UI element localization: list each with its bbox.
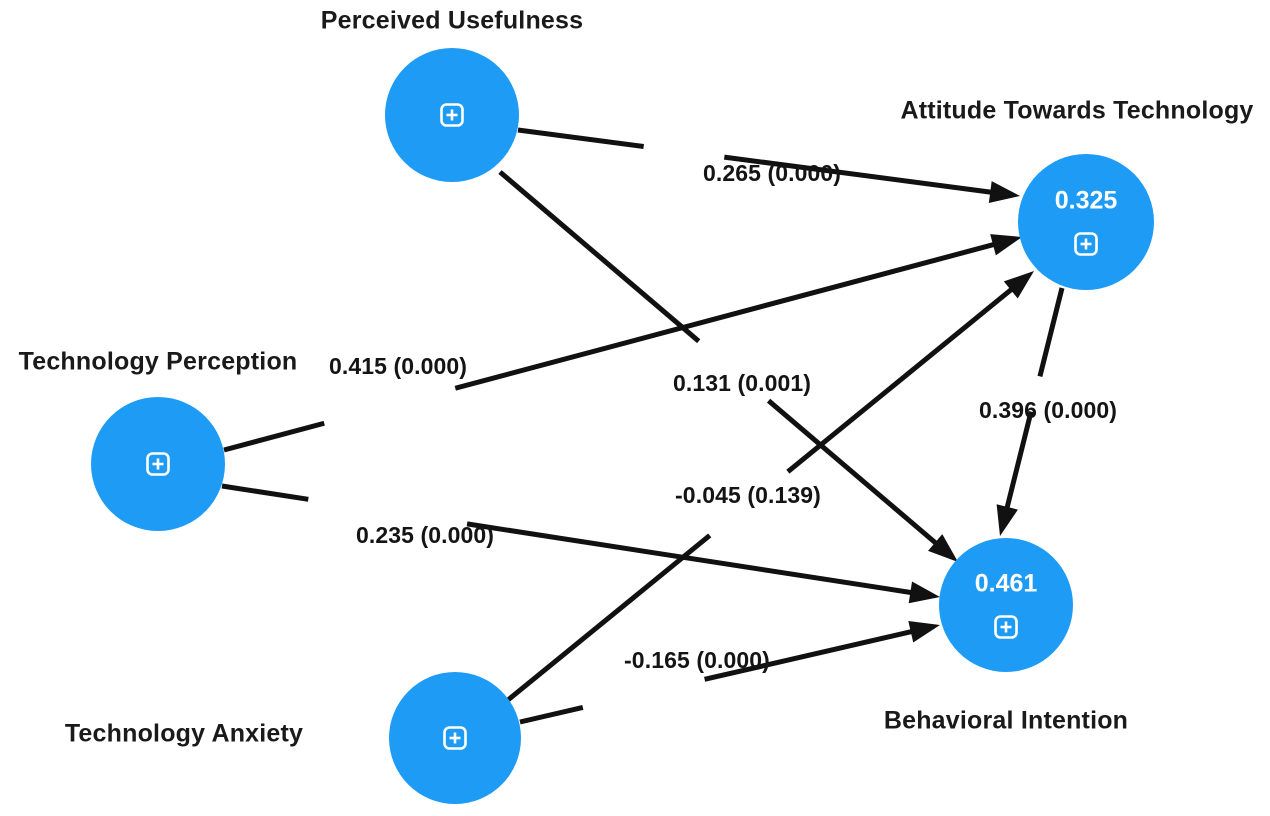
edge-ta_to_att (506, 271, 1034, 702)
path-coefficient-label-ta_to_att: -0.045 (0.139) (675, 482, 821, 508)
arrowhead-icon (1003, 271, 1034, 299)
node-attitude_towards_technology[interactable]: 0.325 (1018, 154, 1154, 290)
path-coefficient-label-tp_to_bi: 0.235 (0.000) (356, 522, 494, 548)
edge-att_to_bi (996, 287, 1065, 536)
r-squared-value: 0.325 (1055, 187, 1118, 215)
nodes-layer: 0.325 0.461 (91, 48, 1154, 804)
edge-tp_to_bi (221, 483, 940, 604)
construct-name-label-attitude_towards_technology: Attitude Towards Technology (900, 97, 1253, 125)
construct-name-label-technology_anxiety: Technology Anxiety (65, 720, 303, 748)
construct-name-label-technology_perception: Technology Perception (19, 348, 298, 376)
node-perceived_usefulness[interactable] (385, 48, 519, 182)
construct-circle[interactable] (939, 538, 1073, 672)
construct-name-label-behavioral_intention: Behavioral Intention (884, 707, 1128, 735)
edge-pu_to_bi (498, 170, 958, 562)
node-technology_perception[interactable] (91, 397, 225, 531)
edges-layer (221, 127, 1065, 725)
expand-plus-icon[interactable] (443, 726, 467, 750)
expand-plus-icon[interactable] (146, 452, 170, 476)
path-coefficient-label-pu_to_att: 0.265 (0.000) (703, 160, 841, 186)
r-squared-value: 0.461 (975, 570, 1038, 598)
path-coefficient-label-pu_to_bi: 0.131 (0.001) (673, 370, 811, 396)
arrowhead-icon (988, 181, 1020, 203)
construct-name-label-perceived_usefulness: Perceived Usefulness (321, 7, 583, 35)
edge-pu_to_att (517, 127, 1020, 203)
expand-plus-icon[interactable] (440, 103, 464, 127)
path-coefficient-label-tp_to_att: 0.415 (0.000) (329, 353, 467, 379)
edge-tp_to_att (223, 234, 1022, 453)
arrowhead-icon (908, 581, 940, 604)
node-technology_anxiety[interactable] (389, 672, 521, 804)
arrowhead-icon (928, 534, 958, 562)
edge-labels-layer: 0.265 (0.000) 0.131 (0.001) 0.415 (0.000) 0… (329, 160, 1117, 673)
arrowhead-icon (908, 621, 940, 643)
expand-plus-icon[interactable] (994, 615, 1018, 639)
construct-circle[interactable] (1018, 154, 1154, 290)
arrowhead-icon (996, 504, 1018, 536)
path-coefficient-label-att_to_bi: 0.396 (0.000) (979, 397, 1117, 423)
path-coefficient-label-ta_to_bi: -0.165 (0.000) (624, 647, 770, 673)
expand-plus-icon[interactable] (1074, 232, 1098, 256)
arrowhead-icon (990, 234, 1022, 256)
edge-ta_to_bi (519, 621, 940, 725)
node-behavioral_intention[interactable]: 0.461 (939, 538, 1073, 672)
